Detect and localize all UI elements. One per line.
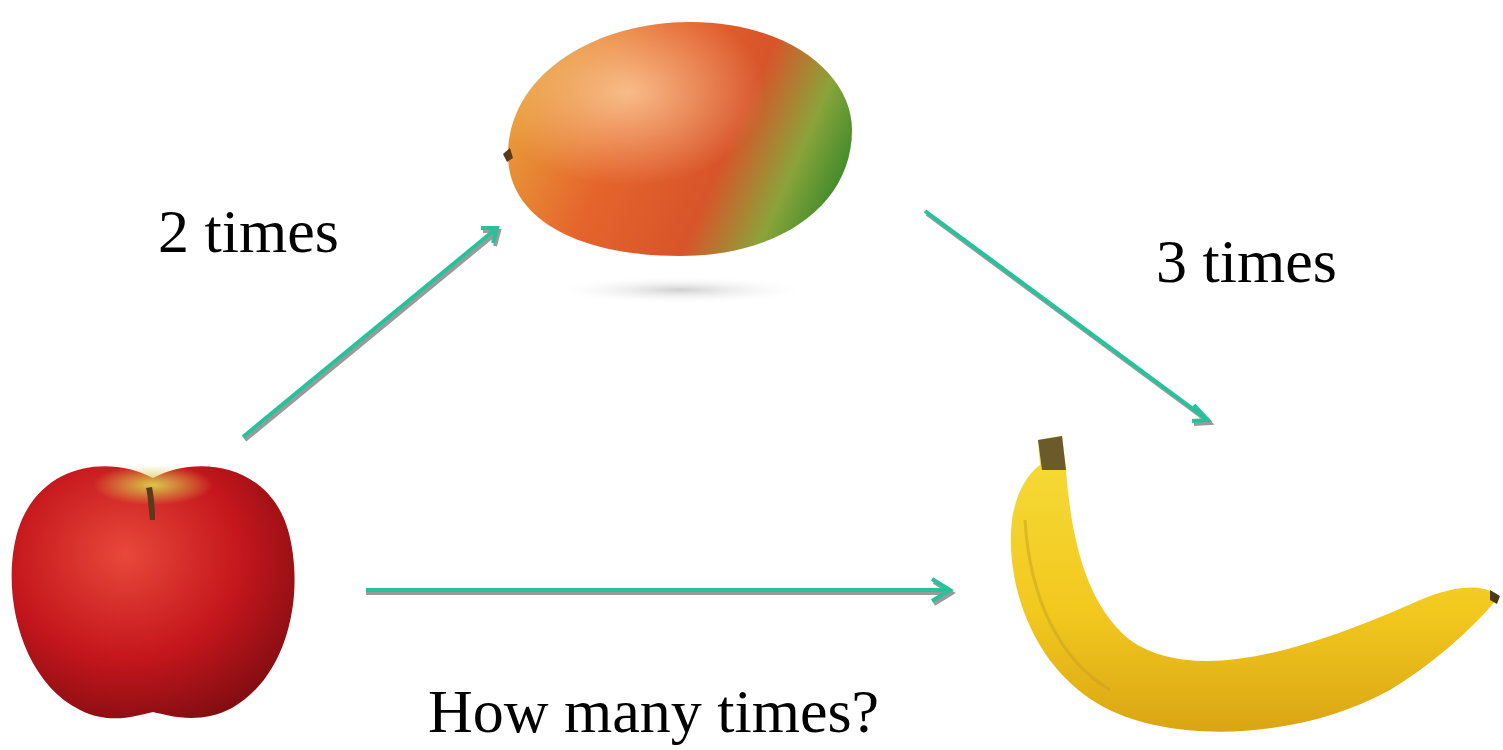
ratio-label: 2 times: [158, 200, 339, 262]
question-label: How many times?: [428, 680, 879, 742]
mango: [503, 22, 852, 304]
ratio-label: 3 times: [1156, 230, 1337, 292]
banana: [1011, 436, 1500, 732]
apple: [12, 465, 295, 718]
